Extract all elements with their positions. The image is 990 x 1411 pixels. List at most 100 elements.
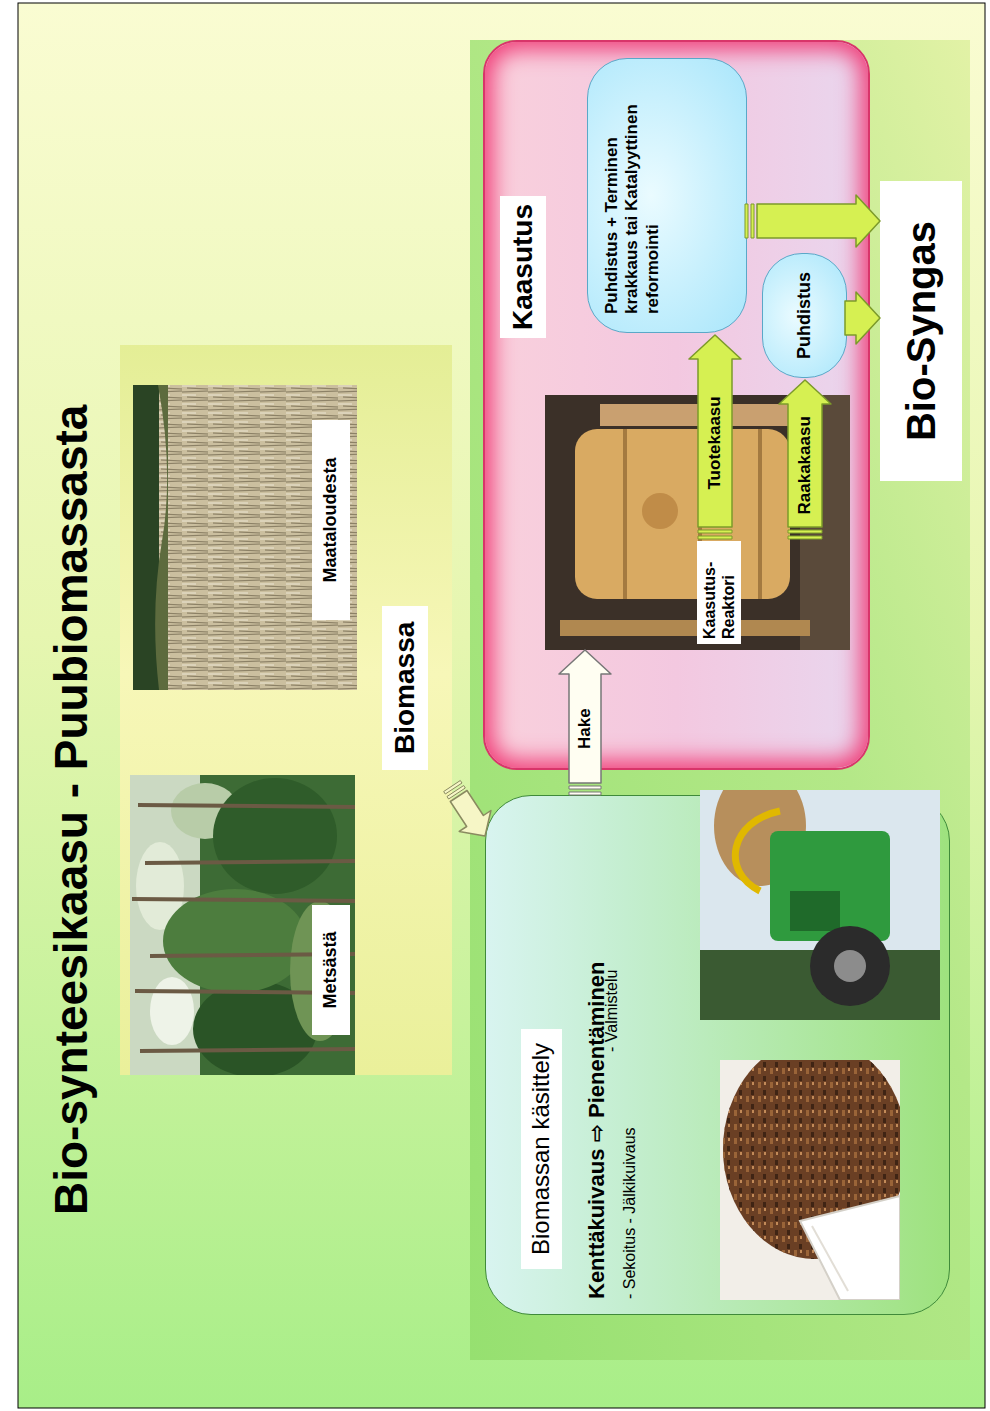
photo-caption: Metsästä xyxy=(312,905,350,1035)
slide-frame xyxy=(18,3,985,1408)
process-text: Puhdistus + Terminen krakkaus tai Kataly… xyxy=(602,75,663,314)
woodchips-photo-part xyxy=(800,1196,900,1300)
field-photo-part xyxy=(133,385,159,690)
text-anchor: Kaasutus- Reaktori xyxy=(697,541,741,644)
field-photo-part xyxy=(133,385,357,690)
chipper-machine-photo-part xyxy=(714,790,806,886)
forest-photo-part xyxy=(290,901,350,1041)
photo-caption-box: Metsästä xyxy=(312,905,350,1035)
arrow-tail-bar xyxy=(751,204,754,238)
forest-photo-part xyxy=(132,805,355,1051)
gasifier-reactor-photo-part xyxy=(600,404,800,426)
reactor-caption: Kaasutus- Reaktori xyxy=(697,541,741,644)
text-anchor: Biomassa xyxy=(382,606,428,770)
fat-arrow xyxy=(689,335,741,539)
gasifier-reactor-photo-part xyxy=(560,620,810,636)
output-text: Bio-Syngas xyxy=(897,221,945,441)
arrow-body xyxy=(779,380,831,527)
edge-label: Raakakaasu xyxy=(795,413,815,517)
gasifier-reactor-photo-part xyxy=(575,429,790,599)
arrow-body xyxy=(559,650,611,783)
arrow-tail-bar xyxy=(444,781,462,795)
reactor-node: Kaasutus- Reaktori xyxy=(547,537,852,648)
process-text: Puhdistus xyxy=(794,272,816,359)
step-detail: - Valmistelu xyxy=(602,970,621,1052)
panel-heading: Kaasutus xyxy=(500,196,546,338)
title-anchor: Bio-synteesikaasu - Puubiomassasta xyxy=(44,405,99,1215)
process-panel: Biomassan käsittelyKenttäkuivaus ⇨ Piene… xyxy=(485,795,950,1315)
woodchips-photo-part xyxy=(723,1060,900,1259)
fat-arrow xyxy=(779,380,831,539)
forest-photo-part xyxy=(136,842,184,930)
chipper-machine-photo xyxy=(700,790,940,1020)
panel-heading: Biomassan käsittely xyxy=(521,1029,562,1269)
chipper-machine-photo-part xyxy=(700,790,940,1020)
panel-heading: Biomassa xyxy=(382,606,428,770)
arrow-tail-bar xyxy=(569,786,601,789)
arrow-body xyxy=(757,195,880,247)
output-box: Bio-Syngas xyxy=(880,181,962,481)
edge-label: Tuotekaasu xyxy=(705,393,725,492)
forest-photo-part xyxy=(213,778,337,894)
woodchips-photo-part xyxy=(723,1060,900,1259)
chipper-machine-photo-part xyxy=(735,811,780,891)
arrow-tail-bar xyxy=(788,530,822,533)
gasifier-reactor-photo xyxy=(545,395,850,650)
gasification-panel: KaasutusKaasutus- Reaktori Puhdistus + Te… xyxy=(483,40,870,770)
gasifier-reactor-photo-part xyxy=(642,493,678,529)
forest-photo-part xyxy=(150,977,194,1045)
edge-label-anchor: Tuotekaasu xyxy=(705,393,725,492)
chipper-machine-photo-part xyxy=(770,831,890,941)
diagram-title: Bio-synteesikaasu - Puubiomassasta xyxy=(44,405,99,1215)
text-anchor: - Sekoitus - Jälkikuivaus xyxy=(620,1127,639,1299)
text-anchor: - Valmistelu xyxy=(602,970,621,1052)
text-anchor: Kaasutus xyxy=(500,196,546,338)
fat-arrow xyxy=(444,781,491,837)
biomass-panel: BiomassaMetsästä Maataloudesta xyxy=(120,345,452,1075)
arrow-body xyxy=(450,791,491,837)
field-photo-part xyxy=(133,385,357,690)
forest-photo-part xyxy=(171,783,239,839)
text-anchor: Biomassan käsittely xyxy=(521,1029,562,1269)
gasifier-reactor-photo-part xyxy=(545,395,850,650)
cleaning-box: Puhdistus xyxy=(762,253,847,378)
arrow-tail-bar xyxy=(569,792,601,795)
arrow-tail-bar xyxy=(698,530,732,533)
edge-label-anchor: Raakakaasu xyxy=(795,413,815,517)
fat-arrow xyxy=(845,292,880,344)
fat-arrow xyxy=(745,195,880,247)
process-ground xyxy=(470,40,970,1360)
fat-arrow xyxy=(559,650,611,795)
arrow-tail-bar xyxy=(745,204,748,238)
field-photo xyxy=(133,385,357,690)
woodchips-photo-part xyxy=(720,1060,900,1300)
forest-photo-part xyxy=(163,889,307,993)
step-detail: - Sekoitus - Jälkikuivaus xyxy=(620,1127,639,1299)
woodchips-photo-part xyxy=(812,1226,848,1291)
gasifier-reactor-photo-part xyxy=(625,429,760,599)
forest-photo-part xyxy=(130,775,200,1075)
arrow-tail-bar xyxy=(788,536,822,539)
arrow-body xyxy=(845,292,880,344)
chipper-machine-photo-part xyxy=(810,926,890,1006)
forest-photo xyxy=(130,775,355,1075)
woodchips-photo xyxy=(720,1060,900,1300)
arrow-body xyxy=(689,335,741,527)
forest-photo-part xyxy=(130,775,355,1075)
chipper-machine-photo-part xyxy=(834,950,866,982)
chipper-machine-photo-part xyxy=(790,891,840,931)
edge-label-anchor: Hake xyxy=(575,705,595,752)
photo-caption-box: Maataloudesta xyxy=(312,420,350,620)
cleaning-box: Puhdistus + Terminen krakkaus tai Kataly… xyxy=(587,58,747,333)
edge-label: Hake xyxy=(575,705,595,752)
arrow-tail-bar xyxy=(698,536,732,539)
forest-photo-part xyxy=(193,981,317,1075)
photo-caption: Maataloudesta xyxy=(312,420,350,620)
chipper-machine-photo-part xyxy=(700,950,940,1020)
